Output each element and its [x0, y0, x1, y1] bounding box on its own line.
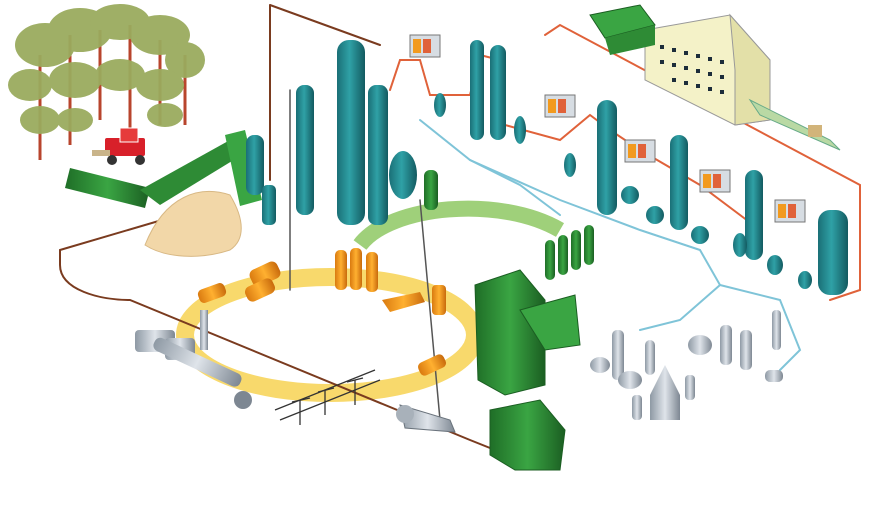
log-conveyor-icon	[65, 130, 262, 208]
power-line-icon	[274, 369, 381, 425]
mill-building-icon	[589, 4, 841, 151]
green-loop	[353, 200, 565, 251]
turbine-icon	[135, 310, 252, 409]
wood-chip-pile-icon	[144, 191, 242, 257]
chemical-plant	[590, 310, 783, 420]
paper-machine-icon	[474, 269, 581, 471]
recovery-loop-icon	[176, 268, 484, 402]
forest-icon	[8, 4, 205, 160]
orange-recovery-units	[197, 248, 447, 376]
harvester-icon	[92, 127, 145, 165]
storage-tank-icon	[434, 93, 812, 289]
reactor-column-icon	[424, 170, 594, 280]
cone-turbine-icon	[396, 404, 456, 433]
digester-tower-icon	[246, 40, 848, 295]
furnace-unit-icon	[409, 34, 806, 223]
